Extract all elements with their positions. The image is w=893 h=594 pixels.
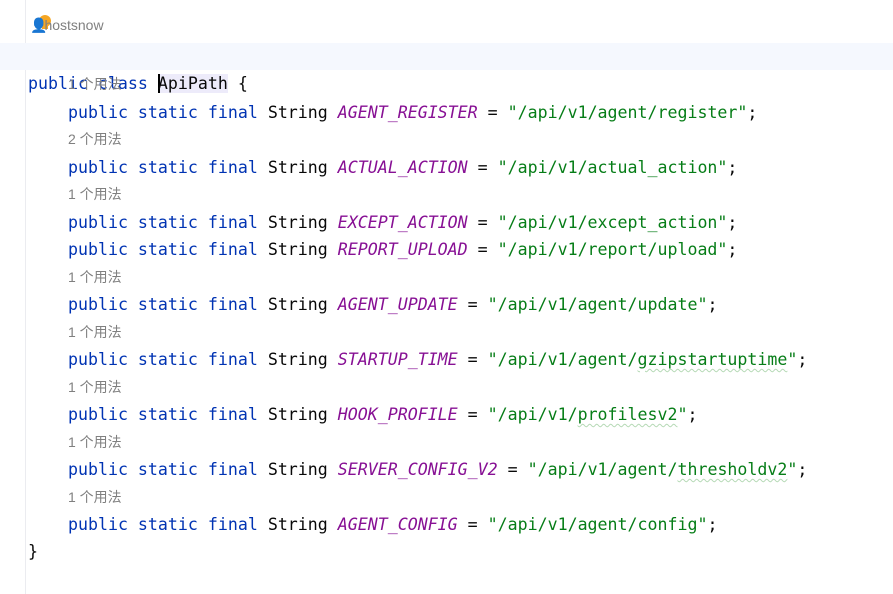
typo-highlight[interactable]: thresholdv2 [677, 460, 788, 479]
type-name: String [267, 350, 328, 369]
class-declaration-line[interactable]: public class ApiPath { [0, 43, 893, 93]
string-part: "/api/v1/agent/ [527, 460, 678, 479]
constant-name: STARTUP_TIME [337, 350, 458, 369]
string-literal: "/api/v1/report/upload" [497, 240, 728, 259]
field-declaration-line[interactable]: public static final String STARTUP_TIME … [68, 350, 808, 369]
author-name: hostsnow [44, 17, 104, 33]
constant-name: AGENT_REGISTER [337, 102, 478, 122]
modifiers: public static final [68, 212, 258, 232]
usage-count[interactable]: 1 个用法 [68, 433, 122, 450]
constant-name: HOOK_PROFILE [337, 405, 458, 424]
modifiers: public static final [68, 102, 258, 122]
constant-name: REPORT_UPLOAD [337, 240, 468, 259]
type-name: String [267, 102, 328, 122]
usage-hint[interactable]: 1 个用法 [0, 71, 893, 98]
string-literal: "/api/v1/agent/update" [487, 295, 708, 314]
usage-count[interactable]: 1 个用法 [68, 76, 122, 92]
usage-hint[interactable]: 1 个用法 [0, 264, 893, 291]
field-declaration-line[interactable]: public static final String AGENT_UPDATE … [68, 295, 718, 314]
string-literal: "/api/v1/profilesv2" [488, 405, 688, 424]
constant-name: SERVER_CONFIG_V2 [337, 460, 498, 479]
typo-highlight[interactable]: profilesv2 [577, 405, 678, 424]
string-literal: "/api/v1/actual_action" [497, 157, 728, 177]
constant-name: AGENT_UPDATE [337, 295, 458, 314]
keyword: class [97, 74, 148, 93]
usage-hint[interactable]: 1 个用法 [0, 181, 893, 208]
type-name: String [267, 405, 328, 424]
person-icon: 👤 [30, 17, 48, 33]
string-literal: "/api/v1/agent/gzipstartuptime" [488, 350, 798, 369]
type-name: String [267, 212, 328, 232]
keyword: public [28, 74, 88, 93]
usage-count[interactable]: 1 个用法 [68, 186, 122, 202]
constant-name: ACTUAL_ACTION [337, 157, 468, 177]
string-part: "/api/v1/agent/ [487, 350, 638, 369]
usage-count[interactable]: 1 个用法 [68, 268, 122, 285]
field-declaration-line[interactable]: public static final String EXCEPT_ACTION… [68, 212, 738, 232]
constant-name: EXCEPT_ACTION [337, 212, 468, 232]
lightbulb-icon[interactable] [39, 15, 51, 29]
type-name: String [267, 295, 328, 314]
usage-count[interactable]: 1 个用法 [68, 488, 122, 505]
author-hint[interactable]: 👤hostsnow [30, 17, 104, 34]
brace: } [28, 542, 38, 561]
usage-hint[interactable]: 1 个用法 [0, 374, 893, 401]
string-literal: "/api/v1/agent/config" [487, 515, 708, 534]
typo-highlight[interactable]: gzipstartuptime [637, 350, 788, 369]
modifiers: public static final [68, 295, 258, 314]
string-part: " [677, 405, 688, 424]
type-name: String [267, 515, 328, 534]
modifiers: public static final [68, 240, 258, 259]
constant-name: AGENT_CONFIG [337, 515, 458, 534]
text-caret [157, 74, 160, 93]
string-literal: "/api/v1/agent/thresholdv2" [528, 460, 798, 479]
class-name: ApiPath [157, 74, 228, 93]
field-declaration-line[interactable]: public static final String SERVER_CONFIG… [68, 460, 808, 479]
usage-hint[interactable]: 2 个用法 [0, 126, 893, 153]
modifiers: public static final [68, 405, 258, 424]
usage-count[interactable]: 1 个用法 [68, 323, 122, 340]
usage-count[interactable]: 2 个用法 [68, 131, 122, 147]
modifiers: public static final [68, 515, 258, 534]
brace: { [237, 74, 248, 93]
modifiers: public static final [68, 460, 258, 479]
field-declaration-line[interactable]: public static final String AGENT_REGISTE… [68, 102, 758, 122]
field-declaration-line[interactable]: public static final String ACTUAL_ACTION… [68, 157, 738, 177]
gutter-divider [25, 0, 26, 594]
modifiers: public static final [68, 350, 258, 369]
type-name: String [267, 157, 328, 177]
string-literal: "/api/v1/except_action" [497, 212, 728, 232]
usage-hint[interactable]: 1 个用法 [0, 429, 893, 456]
string-part: "/api/v1/ [487, 405, 578, 424]
field-declaration-line[interactable]: public static final String REPORT_UPLOAD… [68, 240, 738, 259]
usage-count[interactable]: 1 个用法 [68, 378, 122, 395]
usage-hint[interactable]: 1 个用法 [0, 484, 893, 511]
string-part: " [787, 350, 798, 369]
string-literal: "/api/v1/agent/register" [507, 102, 748, 122]
usage-hint[interactable]: 1 个用法 [0, 319, 893, 346]
field-declaration-line[interactable]: public static final String HOOK_PROFILE … [68, 405, 698, 424]
type-name: String [267, 460, 328, 479]
modifiers: public static final [68, 157, 258, 177]
field-declaration-line[interactable]: public static final String AGENT_CONFIG … [68, 515, 718, 534]
string-part: " [787, 460, 798, 479]
closing-brace-line[interactable]: } [0, 538, 893, 565]
type-name: String [267, 240, 328, 259]
